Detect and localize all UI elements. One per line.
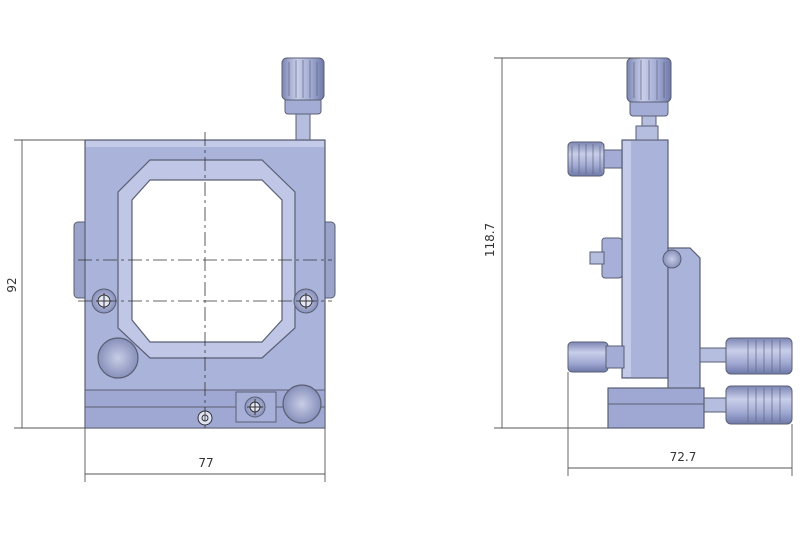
side-height-label: 118.7	[483, 223, 497, 257]
front-base-hole-right	[282, 384, 322, 424]
side-width-dimension	[567, 372, 793, 476]
side-bracket	[667, 247, 701, 391]
front-width-label: 77	[198, 456, 213, 470]
side-height-dimension	[494, 57, 640, 429]
front-view: 92 77	[5, 57, 336, 482]
side-view: 118.7 72.7	[483, 57, 793, 476]
side-base	[607, 387, 705, 429]
front-center-lines	[78, 132, 332, 432]
front-height-label: 92	[5, 277, 19, 292]
side-bracket-ball	[662, 249, 682, 269]
side-lower-left-knob	[567, 341, 609, 373]
side-width-label: 72.7	[670, 450, 697, 464]
front-aperture-opening	[131, 179, 283, 343]
side-mid-screw	[601, 237, 623, 279]
front-base-screw	[235, 391, 277, 423]
front-width-dimension	[84, 428, 326, 482]
side-right-lower-knob	[725, 385, 793, 425]
front-height-dimension	[14, 139, 85, 429]
front-top-knob-shaft	[295, 111, 311, 143]
side-right-upper-knob	[725, 337, 793, 375]
front-large-hole	[97, 337, 139, 379]
